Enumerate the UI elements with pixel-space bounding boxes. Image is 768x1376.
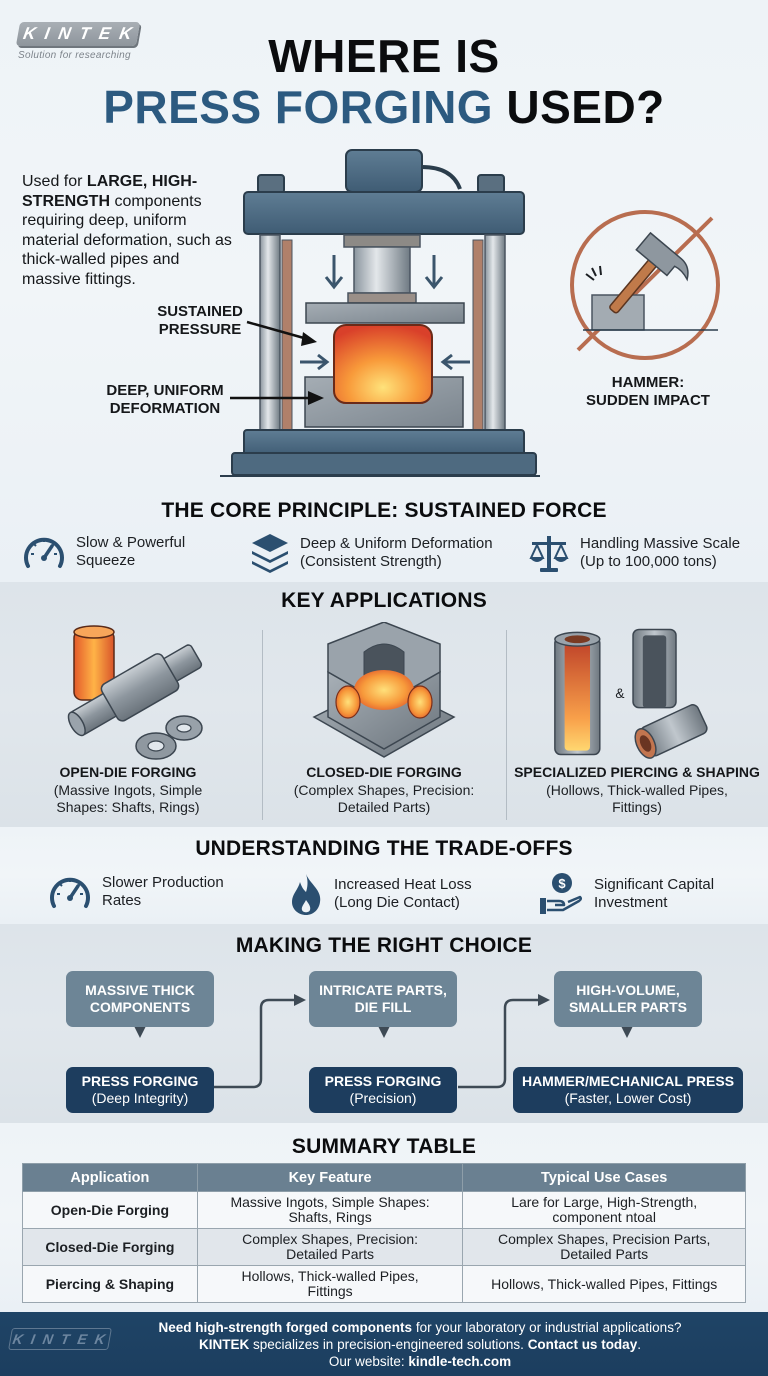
cell-application: Piercing & Shaping: [22, 1265, 198, 1303]
app-description: (Hollows, Thick-walled Pipes,Fittings): [546, 782, 728, 815]
hero-section: KINTEK Solution for researching WHERE IS…: [0, 0, 768, 582]
choice-criterion-intricate: INTRICATE PARTS,DIE FILL: [309, 971, 457, 1027]
no-hammer-icon: [570, 210, 720, 360]
cell-key-feature: Complex Shapes, Precision:Detailed Parts: [196, 1228, 464, 1266]
flame-icon: [292, 874, 321, 915]
footer-text: Need high-strength forged components for…: [158, 1320, 682, 1369]
making-choice-title: MAKING THE RIGHT CHOICE: [235, 934, 533, 957]
summary-section: SUMMARY TABLE Application Key Feature Ty…: [0, 1123, 768, 1312]
column-divider: [262, 630, 263, 820]
cell-key-feature: Hollows, Thick-walled Pipes,Fittings: [196, 1265, 464, 1303]
hydraulic-press-illustration: [220, 149, 540, 477]
arrow-icon: [246, 320, 317, 346]
choice-criterion-high-volume: HIGH-VOLUME,SMALLER PARTS: [554, 971, 702, 1027]
title-accent: PRESS FORGING: [103, 81, 494, 133]
app-name: OPEN-DIE FORGING: [59, 764, 197, 780]
website-link[interactable]: kindle-tech.com: [408, 1354, 512, 1369]
summary-table: Application Key Feature Typical Use Case…: [22, 1163, 746, 1303]
contact-cta[interactable]: Contact us today: [527, 1337, 638, 1352]
column-header: Application: [22, 1163, 198, 1192]
app-description: (Complex Shapes, Precision:Detailed Part…: [293, 782, 475, 815]
table-row: Open-Die Forging Massive Ingots, Simple …: [22, 1191, 746, 1229]
cell-key-feature: Massive Ingots, Simple Shapes:Shafts, Ri…: [196, 1191, 464, 1229]
tradeoff-heat-loss: Increased Heat Loss(Long Die Contact): [288, 872, 472, 916]
svg-text:$: $: [558, 876, 566, 891]
column-divider: [506, 630, 507, 820]
svg-text:&: &: [615, 686, 624, 701]
app-name: CLOSED-DIE FORGING: [306, 764, 462, 780]
closed-die-illustration: [312, 622, 456, 758]
choice-result-press-precision: PRESS FORGING(Precision): [309, 1067, 457, 1113]
kintek-logo[interactable]: KINTEK Solution for researching: [15, 22, 142, 61]
speedometer-icon: [50, 877, 90, 908]
cell-use-cases: Hollows, Thick-walled Pipes, Fittings: [462, 1265, 746, 1303]
page-title-line2: PRESS FORGING USED?: [103, 81, 665, 133]
choice-result-press-deep: PRESS FORGING(Deep Integrity): [66, 1067, 214, 1113]
logo-tagline: Solution for researching: [18, 50, 131, 61]
table-row: Closed-Die Forging Complex Shapes, Preci…: [22, 1228, 746, 1266]
footer-banner: KINTEK Need high-strength forged compone…: [0, 1312, 768, 1376]
core-item-massive-scale: Handling Massive Scale(Up to 100,000 ton…: [528, 532, 740, 574]
cell-use-cases: Lare for Large, High-Strength,component …: [462, 1191, 746, 1229]
app-closed-die-forging: CLOSED-DIE FORGING (Complex Shapes, Prec…: [256, 622, 512, 822]
key-applications-title: KEY APPLICATIONS: [281, 589, 487, 612]
speedometer-icon: [24, 537, 64, 568]
table-row: Piercing & Shaping Hollows, Thick-walled…: [22, 1265, 746, 1303]
scale-icon: [529, 536, 569, 572]
pipes-illustration: &: [554, 628, 708, 759]
summary-title: SUMMARY TABLE: [291, 1135, 477, 1158]
core-principle-title: THE CORE PRINCIPLE: SUSTAINED FORCE: [161, 499, 607, 522]
table-header-row: Application Key Feature Typical Use Case…: [22, 1163, 746, 1192]
page-title-line1: WHERE IS: [268, 30, 500, 82]
core-item-uniform-deformation: Deep & Uniform Deformation(Consistent St…: [250, 532, 493, 574]
choice-result-hammer: HAMMER/MECHANICAL PRESS(Faster, Lower Co…: [513, 1067, 743, 1113]
money-hand-icon: $: [540, 873, 583, 914]
app-open-die-forging: OPEN-DIE FORGING (Massive Ingots, Simple…: [0, 622, 256, 822]
app-piercing-shaping: & SPECIALIZED PIERCING & SHAPING (Hollow…: [506, 622, 768, 822]
cell-application: Closed-Die Forging: [22, 1228, 198, 1266]
intro-text: Used for LARGE, HIGH-STRENGTH components…: [22, 173, 232, 288]
column-header: Typical Use Cases: [462, 1163, 746, 1192]
key-applications-section: KEY APPLICATIONS OPEN-DIE FORGING (Massi…: [0, 582, 768, 827]
arrow-icon: [230, 391, 324, 405]
tradeoffs-section: UNDERSTANDING THE TRADE-OFFS Slower Prod…: [0, 827, 768, 924]
cell-application: Open-Die Forging: [22, 1191, 198, 1229]
app-name: SPECIALIZED PIERCING & SHAPING: [514, 764, 760, 780]
tradeoffs-title: UNDERSTANDING THE TRADE-OFFS: [195, 837, 573, 860]
layers-icon: [252, 534, 288, 573]
column-header: Key Feature: [196, 1163, 464, 1192]
open-die-parts-illustration: [67, 625, 203, 760]
footer-kintek-logo[interactable]: KINTEK: [8, 1328, 114, 1350]
hammer-label: HAMMER:SUDDEN IMPACT: [586, 374, 710, 409]
cell-use-cases: Complex Shapes, Precision Parts,Detailed…: [462, 1228, 746, 1266]
